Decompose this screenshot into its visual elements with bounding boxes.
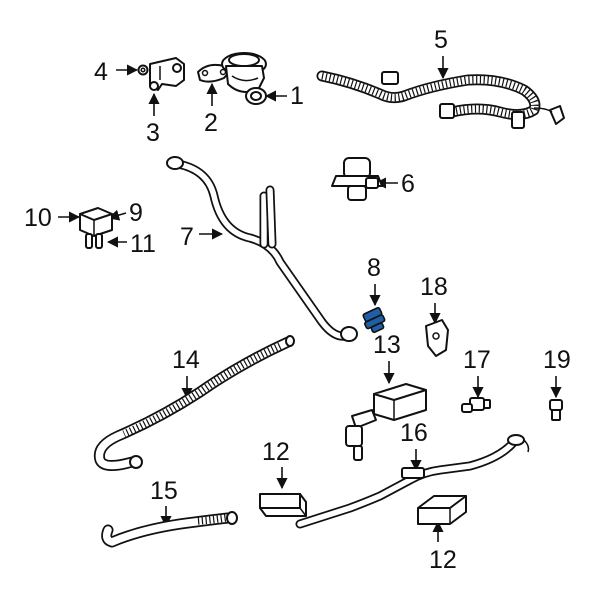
callout-2[interactable]: 2 — [204, 109, 218, 137]
callout-16[interactable]: 16 — [400, 419, 428, 447]
callout-9[interactable]: 9 — [129, 199, 143, 227]
part-4-ring[interactable] — [137, 64, 149, 76]
callout-6[interactable]: 6 — [401, 170, 415, 198]
callout-13[interactable]: 13 — [373, 331, 401, 359]
part-8-tip — [370, 322, 385, 334]
part-6-sensor[interactable] — [331, 157, 383, 201]
part-5-wiring-harness[interactable] — [316, 70, 565, 129]
callout-14[interactable]: 14 — [172, 346, 200, 374]
part-19-sensor[interactable] — [549, 399, 563, 421]
callout-11[interactable]: 11 — [130, 230, 156, 258]
callout-7[interactable]: 7 — [180, 223, 194, 251]
callout-1[interactable]: 1 — [290, 82, 304, 110]
part-3-adapter[interactable] — [149, 57, 185, 91]
callout-19[interactable]: 19 — [543, 346, 571, 374]
part-14-hose[interactable] — [93, 335, 295, 471]
leader-lines — [58, 56, 562, 542]
callout-3[interactable]: 3 — [146, 119, 160, 147]
part-9-10-11-solenoid[interactable] — [79, 207, 113, 249]
callout-15[interactable]: 15 — [150, 477, 178, 505]
callout-17[interactable]: 17 — [463, 346, 491, 374]
callout-10[interactable]: 10 — [24, 204, 52, 232]
part-12-bracket-upper[interactable] — [259, 493, 307, 517]
callout-8[interactable]: 8 — [367, 254, 381, 282]
part-7-egr-tube[interactable] — [166, 156, 358, 342]
part-16-pipe[interactable] — [295, 434, 530, 529]
part-13-module[interactable] — [345, 383, 427, 461]
part-1-egr-valve[interactable] — [221, 52, 267, 105]
part-17-sensor[interactable] — [461, 397, 491, 413]
callout-18[interactable]: 18 — [420, 273, 448, 301]
part-18-bracket[interactable] — [425, 319, 449, 357]
callout-4[interactable]: 4 — [94, 58, 108, 86]
callout-12-lower[interactable]: 12 — [429, 546, 457, 574]
part-8-fitting-highlighted[interactable] — [362, 306, 386, 334]
callout-12-upper[interactable]: 12 — [262, 438, 290, 466]
callout-5[interactable]: 5 — [434, 26, 448, 54]
part-12-bracket-lower[interactable] — [417, 495, 467, 525]
part-15-hose[interactable] — [101, 511, 238, 548]
